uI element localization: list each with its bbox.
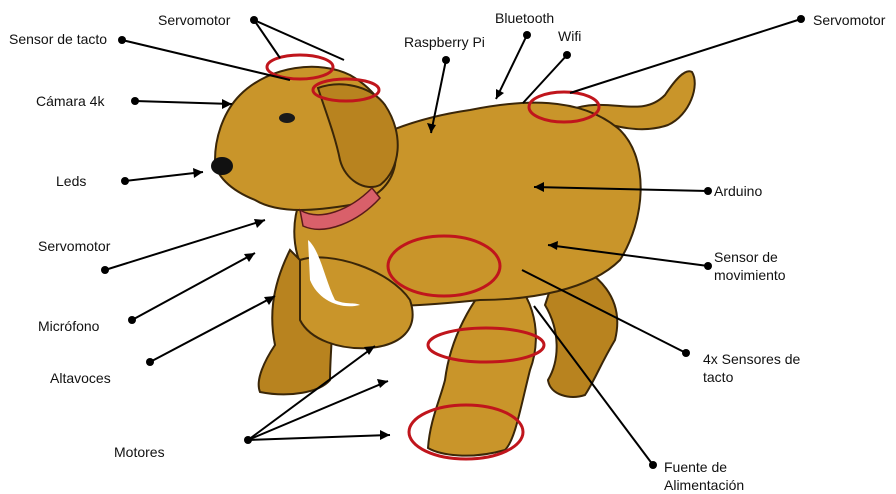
dot-servomotor-head xyxy=(250,16,258,24)
leader-sensor-tacto xyxy=(122,40,290,80)
leader-servomotor-neck xyxy=(105,220,265,270)
leader-leds xyxy=(125,172,203,181)
leader-bluetooth xyxy=(496,35,527,99)
label-arduino: Arduino xyxy=(714,182,762,200)
label-camara: Cámara 4k xyxy=(36,92,104,110)
arrowhead-motores-3 xyxy=(380,430,390,440)
dot-sensor-tacto xyxy=(118,36,126,44)
label-servomotor-head: Servomotor xyxy=(158,11,230,29)
dot-microfono xyxy=(128,316,136,324)
dot-arduino xyxy=(704,187,712,195)
label-servomotor-neck: Servomotor xyxy=(38,237,110,255)
label-sensores-tacto: 4x Sensores de tacto xyxy=(703,350,800,386)
label-raspberry: Raspberry Pi xyxy=(404,33,485,51)
dot-fuente xyxy=(649,461,657,469)
label-sensor-mov: Sensor de movimiento xyxy=(714,248,786,284)
label-sensor-tacto: Sensor de tacto xyxy=(9,30,107,48)
label-microfono: Micrófono xyxy=(38,317,99,335)
dot-motores xyxy=(244,436,252,444)
dot-leds xyxy=(121,177,129,185)
dot-servomotor-neck xyxy=(101,266,109,274)
dot-camara xyxy=(131,97,139,105)
leader-microfono xyxy=(132,253,255,320)
leader-altavoces xyxy=(150,296,275,362)
label-servomotor-tail: Servomotor xyxy=(813,11,885,29)
dot-wifi xyxy=(563,51,571,59)
dot-bluetooth xyxy=(523,31,531,39)
dog-eye xyxy=(279,113,295,123)
dot-sensores-tacto xyxy=(682,349,690,357)
leader-motores-3 xyxy=(248,435,390,440)
dot-altavoces xyxy=(146,358,154,366)
arrowhead-servomotor-neck xyxy=(254,219,265,228)
label-wifi: Wifi xyxy=(558,27,581,45)
label-motores: Motores xyxy=(114,443,165,461)
label-altavoces: Altavoces xyxy=(50,369,111,387)
label-fuente: Fuente de Alimentación xyxy=(664,458,744,494)
label-bluetooth: Bluetooth xyxy=(495,9,554,27)
arrowhead-leds xyxy=(193,168,203,178)
dog-nose xyxy=(211,157,233,175)
dot-servomotor-tail xyxy=(797,15,805,23)
dot-raspberry xyxy=(442,56,450,64)
label-leds: Leds xyxy=(56,172,86,190)
arrowhead-motores-2 xyxy=(377,379,388,388)
dot-sensor-mov xyxy=(704,262,712,270)
leader-camara xyxy=(135,101,232,104)
